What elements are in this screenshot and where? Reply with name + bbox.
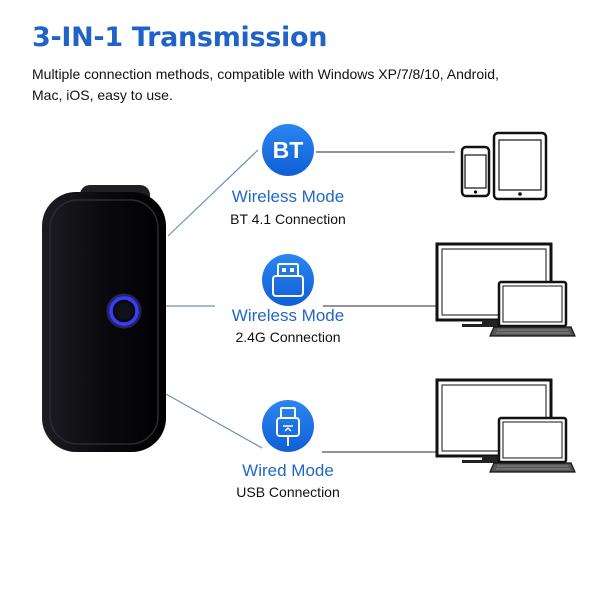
connection-label-bt: BT 4.1 Connection	[230, 211, 346, 227]
mode-label-bt: Wireless Mode	[231, 187, 345, 206]
usb-plug-icon	[262, 400, 314, 452]
connection-label-rf: 2.4G Connection	[235, 329, 341, 345]
usb-dongle-icon	[262, 254, 314, 306]
smartphone-icon	[460, 145, 491, 198]
mode-label-usb: Wired Mode	[242, 461, 334, 480]
connection-label-usb: USB Connection	[236, 484, 340, 500]
scanner-power-ring	[109, 296, 139, 326]
page-title: 3-IN-1 Transmission	[32, 22, 328, 53]
bluetooth-icon	[262, 124, 314, 176]
laptop-icon-1	[489, 280, 576, 337]
barcode-scanner	[42, 185, 166, 452]
tablet-icon	[492, 131, 548, 201]
laptop-icon-2	[489, 416, 576, 473]
bt-connector-left	[167, 149, 259, 237]
usb-connector-left	[165, 393, 263, 449]
bluetooth-icon-text: BT	[272, 136, 304, 163]
mode-label-rf: Wireless Mode	[231, 306, 345, 325]
page-subtitle: Multiple connection methods, compatible …	[32, 66, 499, 103]
